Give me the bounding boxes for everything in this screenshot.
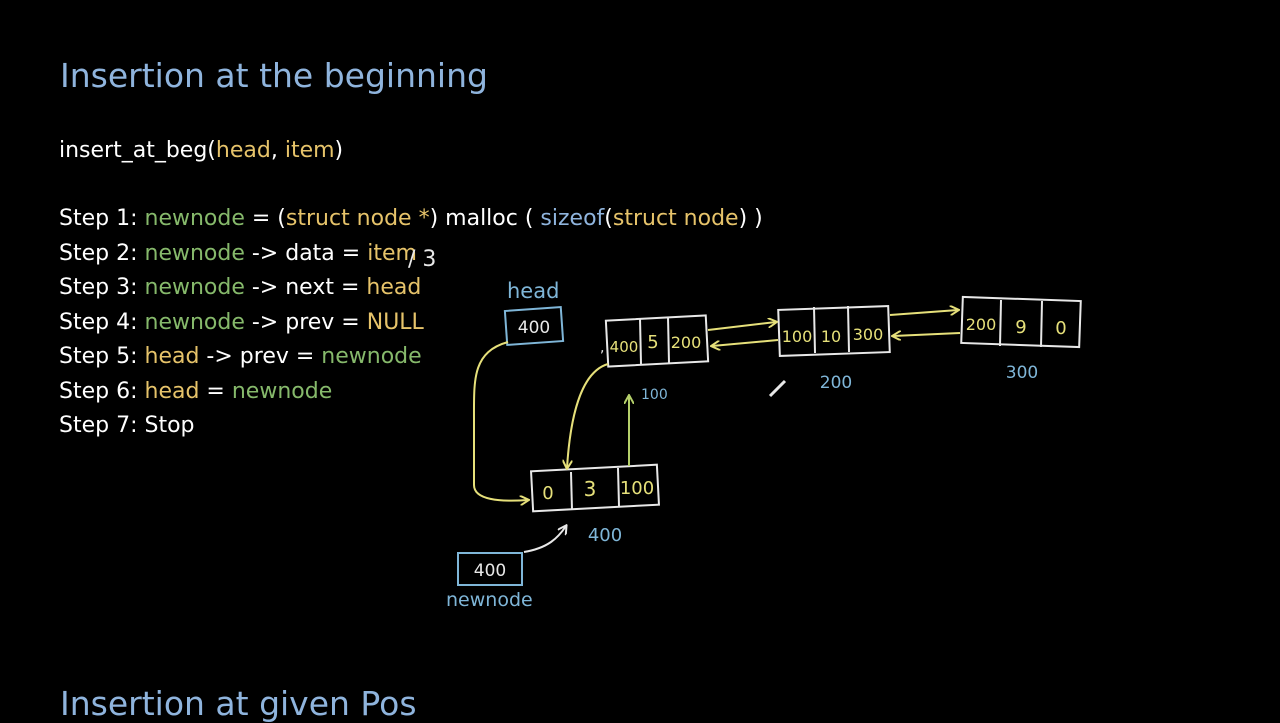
step-1: Step 1: newnode = (struct node *) malloc…: [59, 206, 763, 231]
step-3-label: Step 3:: [59, 275, 145, 300]
step2-annotation: / 3: [408, 247, 436, 272]
step-1-token: struct node *: [285, 206, 430, 231]
step-1-token: struct node: [612, 206, 739, 231]
head-pointer-value: 400: [518, 318, 550, 338]
step-5-token: newnode: [321, 344, 422, 369]
step-1-token: newnode: [144, 206, 245, 231]
step-1-token: sizeof: [540, 206, 605, 231]
new-node-prev: 0: [542, 483, 553, 504]
signature-arg-item: item: [284, 138, 335, 163]
step-1-token: = (: [244, 206, 286, 231]
node-2-address: 200: [820, 373, 852, 393]
step-2: Step 2: newnode -> data = item: [59, 241, 417, 266]
new-node: 0 3 100 400: [529, 463, 661, 546]
step-6-label: Step 6:: [59, 379, 145, 404]
node-1-box: [604, 314, 710, 368]
step-4: Step 4: newnode -> prev = NULL: [59, 310, 424, 335]
step-3-token: -> next =: [244, 275, 367, 300]
new-node-next: 100: [620, 478, 654, 499]
step-2-label: Step 2:: [59, 241, 145, 266]
node-2-box: [777, 305, 891, 357]
step-1-token: ) ): [738, 206, 763, 231]
new-node-box: [529, 463, 661, 513]
node-3-to-node-2-arrow: [893, 333, 961, 336]
signature-arg-head: head: [215, 138, 271, 163]
node-1-prev-to-new-node-arrow: [567, 363, 609, 468]
head-to-newnode-arrow: [472, 341, 528, 501]
newnode-pointer-value: 400: [474, 561, 506, 581]
step-6: Step 6: head = newnode: [59, 379, 332, 404]
head-label: head: [507, 279, 559, 303]
step-3-token: head: [366, 275, 422, 300]
newnode-pointer-box: [457, 552, 523, 586]
step-4-token: newnode: [144, 310, 245, 335]
step-5-token: head: [144, 344, 200, 369]
next-slide-title: Insertion at given Pos: [60, 684, 417, 723]
step-4-token: NULL: [366, 310, 424, 335]
node-1-data: 5: [647, 332, 658, 353]
node-3-box: [960, 295, 1082, 349]
step-2-token: item: [367, 241, 417, 266]
node-3-address: 300: [1006, 363, 1038, 383]
step-1-token: ) malloc (: [429, 206, 541, 231]
node-3-divider-2: [1040, 300, 1043, 348]
step-7-token: Stop: [144, 413, 195, 438]
node-2-divider-2: [847, 305, 850, 353]
newnode-to-new-node-arrow: [523, 526, 566, 553]
node-3-prev: 200: [966, 315, 997, 334]
pen-cursor-icon: [768, 379, 787, 398]
node-2-to-node-3-arrow: [889, 310, 958, 316]
step-2-token: -> data =: [244, 241, 368, 266]
step-6-token: head: [144, 379, 200, 404]
step-2-token: newnode: [144, 241, 245, 266]
node-1-next: 200: [671, 333, 702, 352]
node-1: 400 5 200 ,: [600, 314, 710, 368]
node-1-divider-1: [639, 317, 642, 365]
slide-title: Insertion at the beginning: [60, 56, 488, 95]
step-7-label: Step 7:: [59, 413, 145, 438]
node-3-next: 0: [1055, 318, 1066, 339]
head-pointer-box: [503, 306, 565, 346]
node-3: 200 9 0 300: [960, 295, 1082, 383]
signature-sep: ,: [270, 138, 285, 163]
step-1-token: (: [604, 206, 613, 231]
new-node-divider-2: [617, 467, 620, 507]
step-5-token: -> prev =: [199, 344, 322, 369]
signature-close: ): [334, 138, 344, 163]
node-1-to-node-2-arrow: [707, 322, 776, 331]
step-3-token: newnode: [144, 275, 245, 300]
node-3-divider-1: [999, 299, 1002, 347]
function-signature: insert_at_beg(head, item): [59, 138, 343, 163]
node-2-divider-1: [813, 306, 816, 354]
newnode-label: newnode: [446, 589, 533, 611]
step-6-token: newnode: [231, 379, 333, 404]
new-node-data: 3: [584, 477, 597, 501]
step-3: Step 3: newnode -> next = head: [59, 275, 421, 300]
signature-fn: insert_at_beg(: [59, 138, 216, 163]
node-1-prev: 400: [610, 338, 639, 356]
step-1-label: Step 1:: [59, 206, 145, 231]
node-1-divider-2: [667, 316, 670, 364]
new-node-divider-1: [570, 471, 573, 511]
step-4-label: Step 4:: [59, 310, 145, 335]
node-2: 100 10 300 200: [777, 305, 891, 393]
node-3-data: 9: [1015, 317, 1026, 338]
new-node-address: 400: [588, 525, 622, 546]
step-5: Step 5: head -> prev = newnode: [59, 344, 422, 369]
step-6-token: =: [199, 379, 232, 404]
node-2-to-node-1-arrow: [712, 339, 779, 346]
step-7: Step 7: Stop: [59, 413, 195, 438]
node-1-prev-mark: ,: [600, 340, 604, 356]
step-4-token: -> prev =: [244, 310, 367, 335]
node-2-prev: 100: [782, 327, 813, 346]
node-2-next: 300: [853, 325, 884, 344]
node-2-data: 10: [821, 327, 841, 346]
step-5-label: Step 5:: [59, 344, 145, 369]
new-node-next-label: 100: [641, 387, 668, 403]
